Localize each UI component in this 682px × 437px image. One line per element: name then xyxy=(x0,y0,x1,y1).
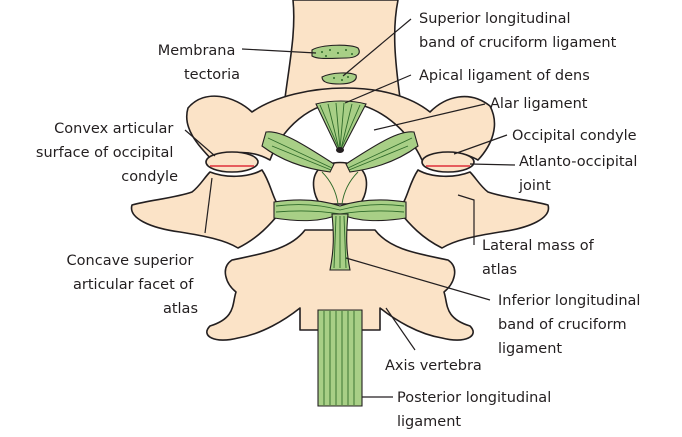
label-posterior-line2: ligament xyxy=(397,414,461,430)
label-atlanto-occipital-line2: joint xyxy=(518,178,551,194)
label-concave-line1: Concave superior xyxy=(67,253,194,269)
label-axis-vertebra-line1: Axis vertebra xyxy=(385,358,482,374)
label-lateral-mass-line1: Lateral mass of xyxy=(482,238,595,254)
label-convex-line3: condyle xyxy=(121,169,178,185)
label-alar-ligament-line1: Alar ligament xyxy=(490,96,588,112)
label-superior-band-line1: Superior longitudinal xyxy=(419,11,571,27)
label-inferior-longitudinal-band: Inferior longitudinal band of cruciform … xyxy=(498,293,645,357)
superior-band-patch xyxy=(322,73,356,84)
membrana-tectoria-patch xyxy=(312,45,359,58)
label-concave-line3: atlas xyxy=(163,301,198,317)
label-lateral-mass-of-atlas: Lateral mass of atlas xyxy=(482,238,598,278)
label-atlanto-occipital-joint: Atlanto-occipital joint xyxy=(518,154,642,194)
label-lateral-mass-line2: atlas xyxy=(482,262,517,278)
right-occipital-condyle xyxy=(422,152,474,172)
label-apical-ligament-line1: Apical ligament of dens xyxy=(419,68,590,84)
label-alar-ligament: Alar ligament xyxy=(490,96,588,112)
label-occipital-condyle: Occipital condyle xyxy=(512,128,637,144)
label-posterior-longitudinal-ligament: Posterior longitudinal ligament xyxy=(397,390,556,430)
label-superior-band-line2: band of cruciform ligament xyxy=(419,35,617,51)
label-membrana-tectoria: Membrana tectoria xyxy=(158,43,240,83)
posterior-longitudinal-ligament xyxy=(318,310,362,406)
label-concave-line2: articular facet of xyxy=(73,277,194,293)
label-superior-longitudinal-band: Superior longitudinal band of cruciform … xyxy=(419,11,617,51)
label-inferior-band-line3: ligament xyxy=(498,341,562,357)
label-atlanto-occipital-line1: Atlanto-occipital xyxy=(519,154,637,170)
label-concave-superior-facet: Concave superior articular facet of atla… xyxy=(67,253,198,317)
dens-apex-dot xyxy=(336,147,344,153)
label-membrana-tectoria-line2: tectoria xyxy=(184,67,240,83)
label-inferior-band-line2: band of cruciform xyxy=(498,317,627,333)
label-convex-articular-surface: Convex articular surface of occipital co… xyxy=(36,121,178,185)
label-occipital-condyle-line1: Occipital condyle xyxy=(512,128,637,144)
label-posterior-line1: Posterior longitudinal xyxy=(397,390,551,406)
label-convex-line1: Convex articular xyxy=(54,121,173,137)
label-apical-ligament: Apical ligament of dens xyxy=(419,68,590,84)
label-convex-line2: surface of occipital xyxy=(36,145,173,161)
label-axis-vertebra: Axis vertebra xyxy=(385,358,482,374)
label-inferior-band-line1: Inferior longitudinal xyxy=(498,293,640,309)
label-membrana-tectoria-line1: Membrana xyxy=(158,43,236,59)
